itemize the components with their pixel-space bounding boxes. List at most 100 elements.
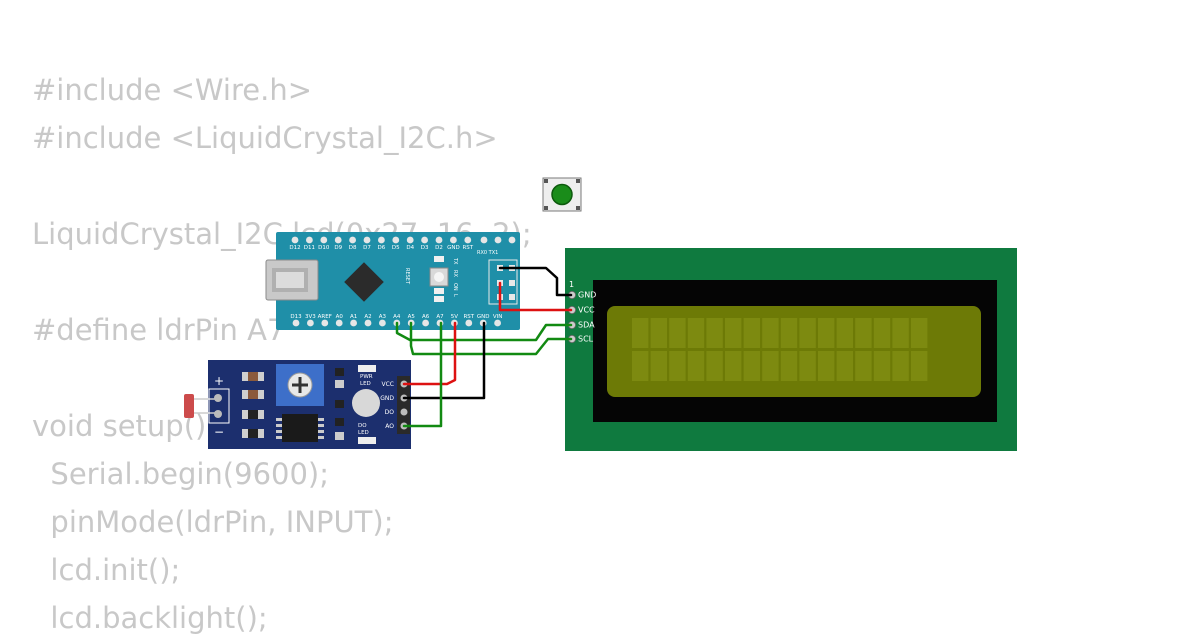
silk-reset: RESET [404, 268, 410, 285]
nano-pin-d3[interactable] [421, 236, 428, 244]
lcd-char-cell [706, 351, 723, 381]
code-line: Serial.begin(9600); [32, 457, 330, 491]
nano-pin-3v3[interactable] [307, 319, 314, 327]
lcd-pin-label: SCL [578, 335, 594, 344]
wire-a7-ldr-ao[interactable] [402, 321, 443, 428]
lcd-char-cell [799, 351, 816, 381]
lcd-pin-label: GND [578, 291, 596, 300]
nano-pin-gnd[interactable] [450, 236, 457, 244]
silk-plus: + [214, 374, 224, 388]
wire-5v-ldr-vcc[interactable] [402, 321, 457, 386]
nano-pin-a1[interactable] [350, 319, 357, 327]
code-line: lcd.init(); [32, 553, 181, 587]
code-line: lcd.backlight(); [32, 601, 268, 635]
silk-pwr: PWR [360, 374, 373, 380]
lcd-char-cell [818, 318, 835, 348]
wires [395, 266, 573, 428]
nano-pin-a0[interactable] [335, 319, 343, 327]
nano-pin-label: A7 [436, 314, 444, 320]
button-cap[interactable] [551, 183, 573, 206]
nano-pin-d5[interactable] [392, 236, 400, 244]
lcd-char-cell [725, 318, 742, 348]
nano-pin-d4[interactable] [406, 236, 414, 244]
nano-pin-d10[interactable] [320, 236, 328, 244]
lcd-char-cell [632, 351, 649, 381]
push-button[interactable] [542, 177, 582, 212]
nano-pin[interactable] [508, 236, 516, 244]
nano-pin-d12[interactable] [291, 236, 299, 244]
lcd-char-cell [687, 318, 705, 348]
lcd-char-cell [836, 318, 853, 348]
nano-pin-label: A3 [379, 314, 387, 320]
nano-pin-a6[interactable] [422, 319, 429, 327]
nano-pin-label: D6 [378, 245, 386, 251]
wire-sda[interactable] [395, 321, 573, 342]
ldr-pin-label: VCC [382, 381, 394, 388]
icsp-pin[interactable] [509, 280, 515, 286]
lcd-char-cell [780, 318, 798, 348]
nano-pin-d8[interactable] [349, 236, 356, 244]
silk-rx: RX [452, 270, 458, 277]
nano-pin-label: D12 [289, 245, 300, 251]
nano-pin-rst[interactable] [464, 236, 472, 244]
lcd-char-cell [855, 318, 872, 348]
ldr-pin-do[interactable] [400, 408, 408, 416]
lcd-char-cell [892, 318, 909, 348]
lcd-char-cell [780, 351, 798, 381]
nano-pin-d9[interactable] [334, 236, 342, 244]
lcd-char-cell [687, 351, 705, 381]
nano-pin-aref[interactable] [321, 319, 329, 327]
nano-pin-label: 3V3 [305, 314, 316, 320]
silk-do: DO [358, 423, 367, 429]
nano-pin[interactable] [494, 236, 502, 244]
nano-pin-d2[interactable] [435, 236, 443, 244]
nano-pin-a3[interactable] [379, 319, 386, 327]
nano-pin-rst[interactable] [465, 319, 473, 327]
nano-pin-d6[interactable] [378, 236, 385, 244]
lcd-char-cell [873, 351, 891, 381]
pwr-led [358, 365, 376, 372]
ldr-sensor-module[interactable]: + − PWR LED DO LED [184, 360, 411, 449]
silk-minus: − [214, 425, 224, 439]
nano-pin-label: VIN [493, 314, 503, 320]
code-line: #include <Wire.h> [32, 73, 313, 107]
wire-gnd-ldr[interactable] [402, 321, 486, 400]
ldr-pin-label: AO [385, 423, 394, 430]
ldr-pin-label: GND [380, 395, 394, 402]
code-line: #define ldrPin A7 [32, 313, 286, 347]
do-led [358, 437, 376, 444]
lcd-char-cell [632, 318, 649, 348]
wire-gnd-icsp-lcd[interactable] [498, 266, 573, 297]
led-tx [434, 256, 444, 262]
nano-pin[interactable] [480, 236, 488, 244]
lcd-char-cell [762, 318, 779, 348]
wire-scl[interactable] [409, 321, 573, 356]
mcu-chip [344, 262, 384, 302]
silk-l: L [452, 294, 458, 297]
icsp-pin[interactable] [509, 294, 515, 300]
lcd-char-cell [743, 318, 760, 348]
lcd-pin-label: VCC [578, 306, 595, 315]
nano-pin-label: D3 [421, 245, 429, 251]
nano-pin-label: A2 [364, 314, 371, 320]
lcd-char-cell [762, 351, 779, 381]
ldr-pin-label: DO [385, 409, 395, 416]
nano-pin-a2[interactable] [364, 319, 372, 327]
lcd-char-cell [873, 318, 891, 348]
silk-rx-tx: RX0 TX1 [477, 250, 498, 256]
nano-pin-d11[interactable] [306, 236, 313, 244]
nano-pin-vin[interactable] [494, 319, 501, 327]
nano-pin-d7[interactable] [363, 236, 371, 244]
wire-vcc-icsp-lcd[interactable] [498, 281, 573, 312]
nano-pin-label: D7 [363, 245, 371, 251]
nano-pin-d13[interactable] [292, 319, 300, 327]
nano-pin-label: GND [447, 245, 460, 251]
lcd-char-cell [911, 351, 928, 381]
nano-pin-label: D5 [392, 245, 400, 251]
nano-pin-label: D8 [349, 245, 357, 251]
led-l [434, 296, 444, 302]
nano-pin-label: RST [463, 314, 474, 320]
